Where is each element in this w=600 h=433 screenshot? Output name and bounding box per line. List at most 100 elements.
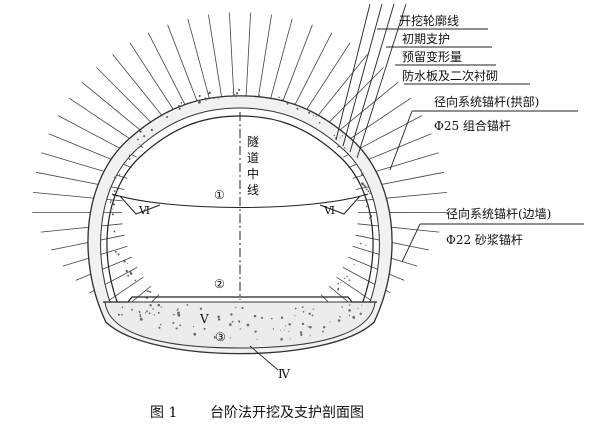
speckle: [322, 325, 326, 329]
speckle: [175, 327, 178, 330]
speckle: [284, 325, 287, 327]
speckle: [362, 183, 365, 186]
speckle: [160, 306, 162, 308]
zone-5-label: Ⅴ: [199, 312, 209, 326]
speckle: [172, 313, 175, 316]
zone-1-label: ①: [214, 188, 225, 202]
arch-bolt-leader: [389, 110, 413, 171]
speckle: [309, 335, 311, 337]
speckle: [121, 313, 123, 316]
speckle: [139, 314, 142, 316]
speckle: [146, 290, 148, 292]
speckle: [114, 250, 117, 253]
speckle: [129, 270, 132, 273]
speckle: [109, 201, 112, 204]
speckle: [280, 316, 284, 319]
invert-top-rail: [103, 296, 377, 303]
speckle: [113, 190, 116, 192]
speckle: [217, 315, 220, 318]
speckle: [128, 158, 131, 160]
speckle: [117, 313, 120, 316]
speckle: [239, 328, 241, 330]
zone-2-label: ②: [214, 277, 225, 291]
speckle: [231, 95, 233, 98]
speckle: [348, 279, 351, 281]
invert-fill: [104, 301, 376, 349]
speckle: [367, 190, 370, 193]
radial-bolt: [245, 12, 251, 99]
speckle: [172, 321, 175, 325]
speckle: [148, 312, 151, 315]
radial-bolt: [208, 14, 223, 101]
speckle: [166, 116, 169, 118]
speckle: [112, 208, 114, 210]
speckle: [180, 102, 183, 104]
callout-bolt-wall-spec: Φ22 砂浆锚杆: [446, 232, 523, 247]
radial-bolt: [167, 24, 200, 106]
speckle: [143, 135, 146, 138]
radial-bolt: [257, 14, 272, 101]
speckle: [357, 307, 359, 309]
speckle: [138, 310, 141, 313]
speckle: [348, 314, 351, 317]
speckle: [365, 188, 368, 191]
core-triangle-right: [319, 195, 361, 215]
speckle: [272, 97, 274, 99]
speckle: [272, 328, 275, 330]
speckle: [213, 336, 216, 339]
speckle: [138, 143, 140, 145]
callout-waterproof-lining: 防水板及二次衬砌: [402, 68, 498, 83]
speckle: [349, 304, 351, 306]
radial-bolt: [129, 42, 178, 117]
radial-bolt: [357, 192, 448, 202]
speckle: [360, 169, 362, 171]
speckle: [294, 315, 296, 317]
speckle: [308, 111, 311, 114]
speckle: [152, 308, 154, 310]
callout-reserved-deformation: 预留变形量: [402, 49, 462, 64]
speckle: [329, 321, 331, 323]
figure-number: 图 1: [150, 405, 177, 421]
radial-bolt: [75, 256, 132, 281]
speckle: [283, 329, 285, 331]
speckle: [230, 313, 233, 316]
radial-bolt: [357, 223, 440, 233]
speckle: [232, 92, 234, 94]
speckle: [369, 192, 371, 195]
speckle: [128, 154, 131, 157]
speckle: [134, 279, 137, 282]
centerline-char-1: 隧: [247, 134, 259, 149]
speckle: [139, 312, 141, 314]
zone-6-left-label: Ⅵ: [138, 204, 150, 217]
speckle: [176, 309, 178, 312]
speckle: [337, 282, 340, 285]
speckle: [341, 306, 343, 308]
speckle: [149, 304, 152, 307]
speckle: [359, 312, 362, 315]
speckle: [235, 92, 239, 95]
speckle: [280, 338, 283, 341]
radial-bolt: [269, 18, 293, 103]
speckle: [177, 311, 180, 315]
speckle: [253, 314, 257, 318]
radial-bolt: [103, 276, 144, 305]
callout-bolt-arch-spec: Φ25 组合锚杆: [434, 118, 511, 133]
speckle: [348, 309, 351, 312]
speckle: [198, 101, 201, 104]
speckle: [322, 330, 324, 333]
speckle: [139, 130, 142, 133]
speckle: [177, 308, 179, 310]
speckle: [193, 332, 197, 336]
speckle: [198, 94, 201, 98]
radial-bolt: [280, 24, 313, 106]
speckle: [204, 97, 207, 99]
layer-callout-leaders: [335, 3, 530, 159]
speckle: [117, 253, 120, 256]
speckle: [301, 322, 305, 326]
speckle: [254, 330, 257, 333]
zone-4-leader: [249, 345, 279, 371]
speckle: [110, 200, 112, 202]
speckle: [203, 327, 206, 330]
zone-4-label: Ⅳ: [278, 367, 291, 381]
speckle: [256, 338, 258, 340]
